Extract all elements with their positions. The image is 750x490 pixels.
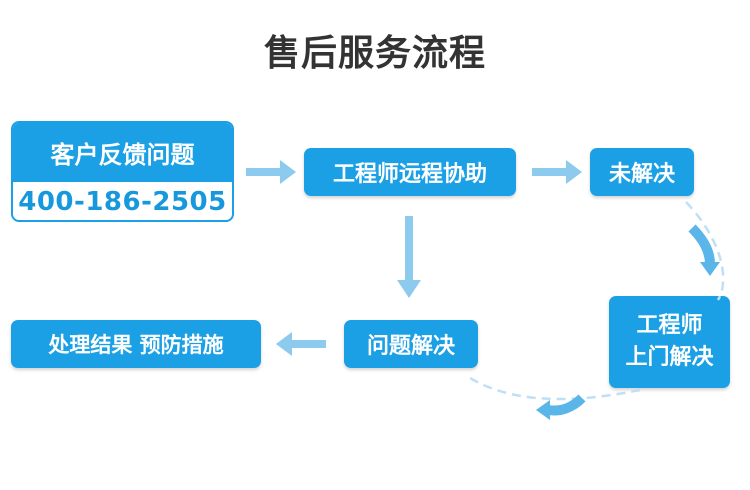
- arrow-remote-to-resolved: [397, 216, 421, 298]
- onsite-label-line2: 上门解决: [625, 345, 714, 370]
- onsite-label-line1: 工程师: [636, 313, 703, 339]
- hotline-number: 400-186-2505: [18, 187, 227, 217]
- outcome-node: 处理结果 预防措施: [11, 320, 261, 368]
- page-title: 售后服务流程: [263, 33, 486, 74]
- arrow-feedback-to-remote: [246, 160, 296, 184]
- arrow-remote-to-unresolved: [532, 160, 582, 184]
- unresolved-node: 未解决: [590, 148, 694, 196]
- remote-assist-node: 工程师远程协助: [304, 148, 516, 196]
- arrow-resolved-to-outcome: [276, 332, 326, 356]
- curved-arrow-onsite-to-resolved: [536, 394, 586, 420]
- resolved-node: 问题解决: [344, 320, 478, 368]
- curved-arrow-unresolved-to-onsite: [688, 224, 720, 276]
- feedback-label: 客户反馈问题: [13, 123, 232, 182]
- onsite-node: 工程师 上门解决: [609, 296, 730, 388]
- feedback-card: 客户反馈问题 400-186-2505: [11, 121, 234, 222]
- cycle-dashed-curve: [469, 201, 725, 401]
